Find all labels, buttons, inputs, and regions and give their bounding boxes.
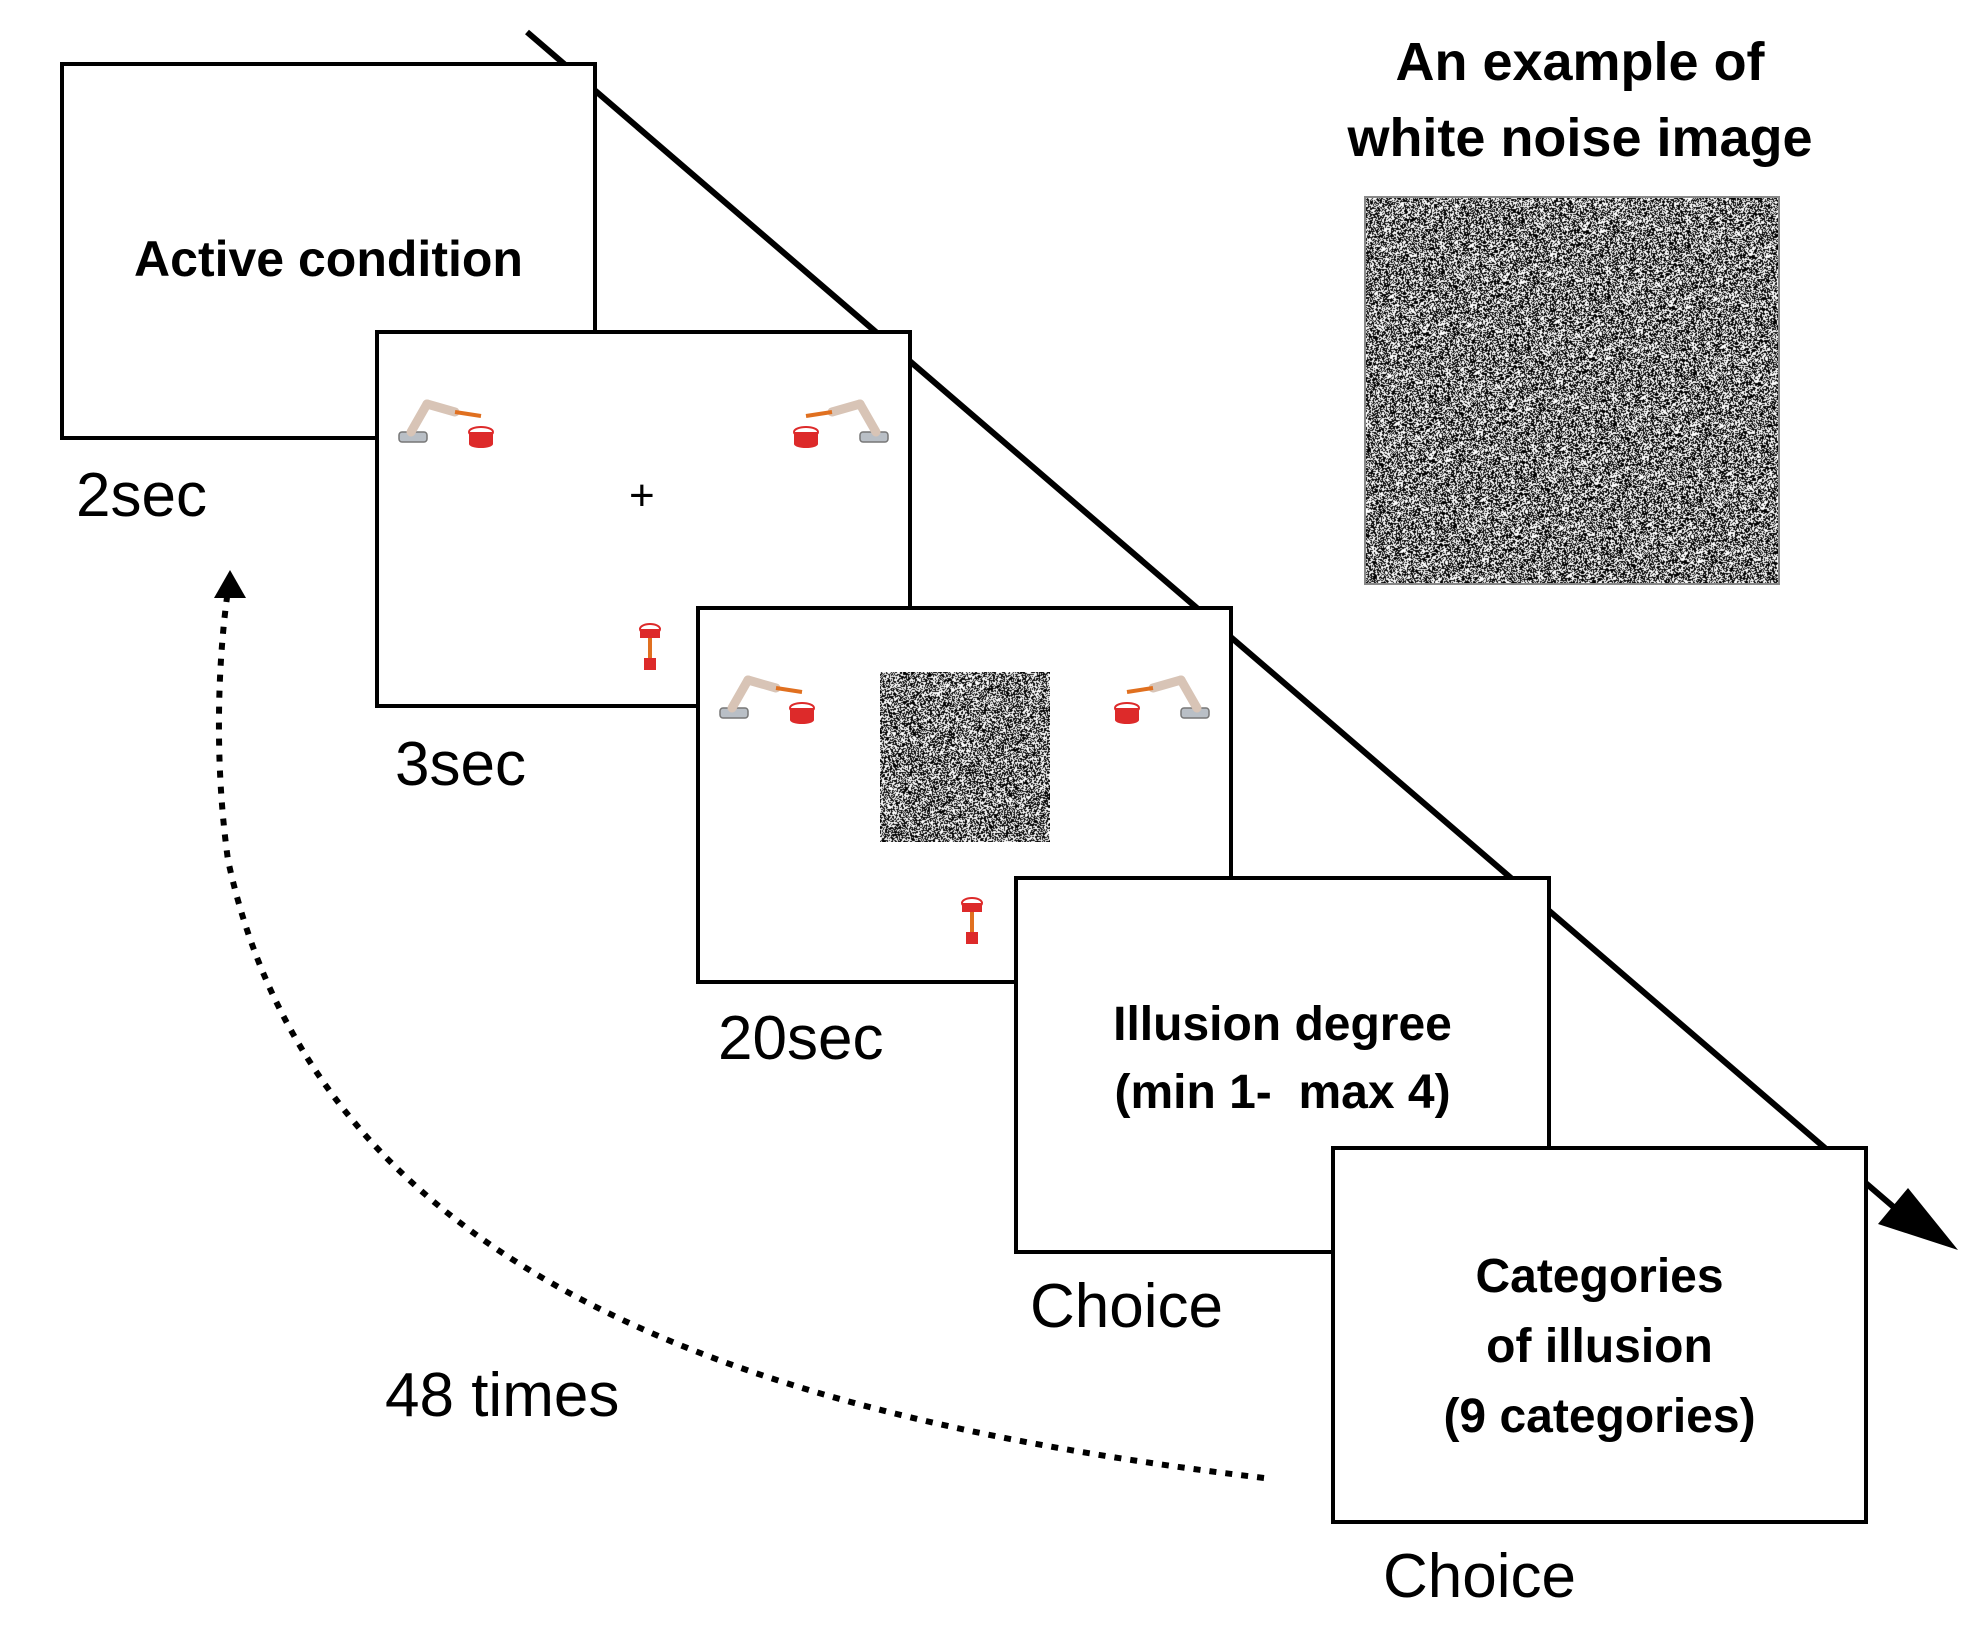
- example-title-line1: An example of: [1395, 32, 1765, 92]
- example-title-line2: white noise image: [1347, 108, 1813, 168]
- slide-categories-text-line2: of illusion: [1486, 1320, 1713, 1373]
- duration-label-fixation: 3sec: [395, 730, 526, 799]
- duration-label-instruction: 2sec: [76, 461, 207, 530]
- noise-image: [880, 672, 1050, 842]
- drum-icon: [961, 897, 983, 944]
- repeat-count-label: 48 times: [385, 1361, 620, 1430]
- duration-label-degree: Choice: [1030, 1272, 1223, 1341]
- robot-arm-drum-icon: [1114, 675, 1210, 724]
- slide-degree-text-line2: (min 1- max 4): [1114, 1066, 1451, 1119]
- robot-arm-drum-icon: [793, 399, 889, 448]
- slide-categories-text-line1: Categories: [1475, 1250, 1724, 1303]
- fixation-cross: +: [629, 471, 655, 520]
- slide-categories-text-line3: (9 categories): [1443, 1390, 1756, 1443]
- example-noise-image: [1364, 196, 1780, 585]
- duration-label-categories: Choice: [1383, 1542, 1576, 1611]
- drum-icon: [639, 623, 661, 670]
- slide-instruction-text: Active condition: [134, 231, 523, 287]
- robot-arm-drum-icon: [398, 399, 494, 448]
- slide-degree-text-line1: Illusion degree: [1113, 998, 1452, 1051]
- robot-arm-drum-icon: [719, 675, 815, 724]
- slide-illusion-categories: Categories of illusion (9 categories): [1331, 1146, 1868, 1524]
- duration-label-noise: 20sec: [718, 1004, 884, 1073]
